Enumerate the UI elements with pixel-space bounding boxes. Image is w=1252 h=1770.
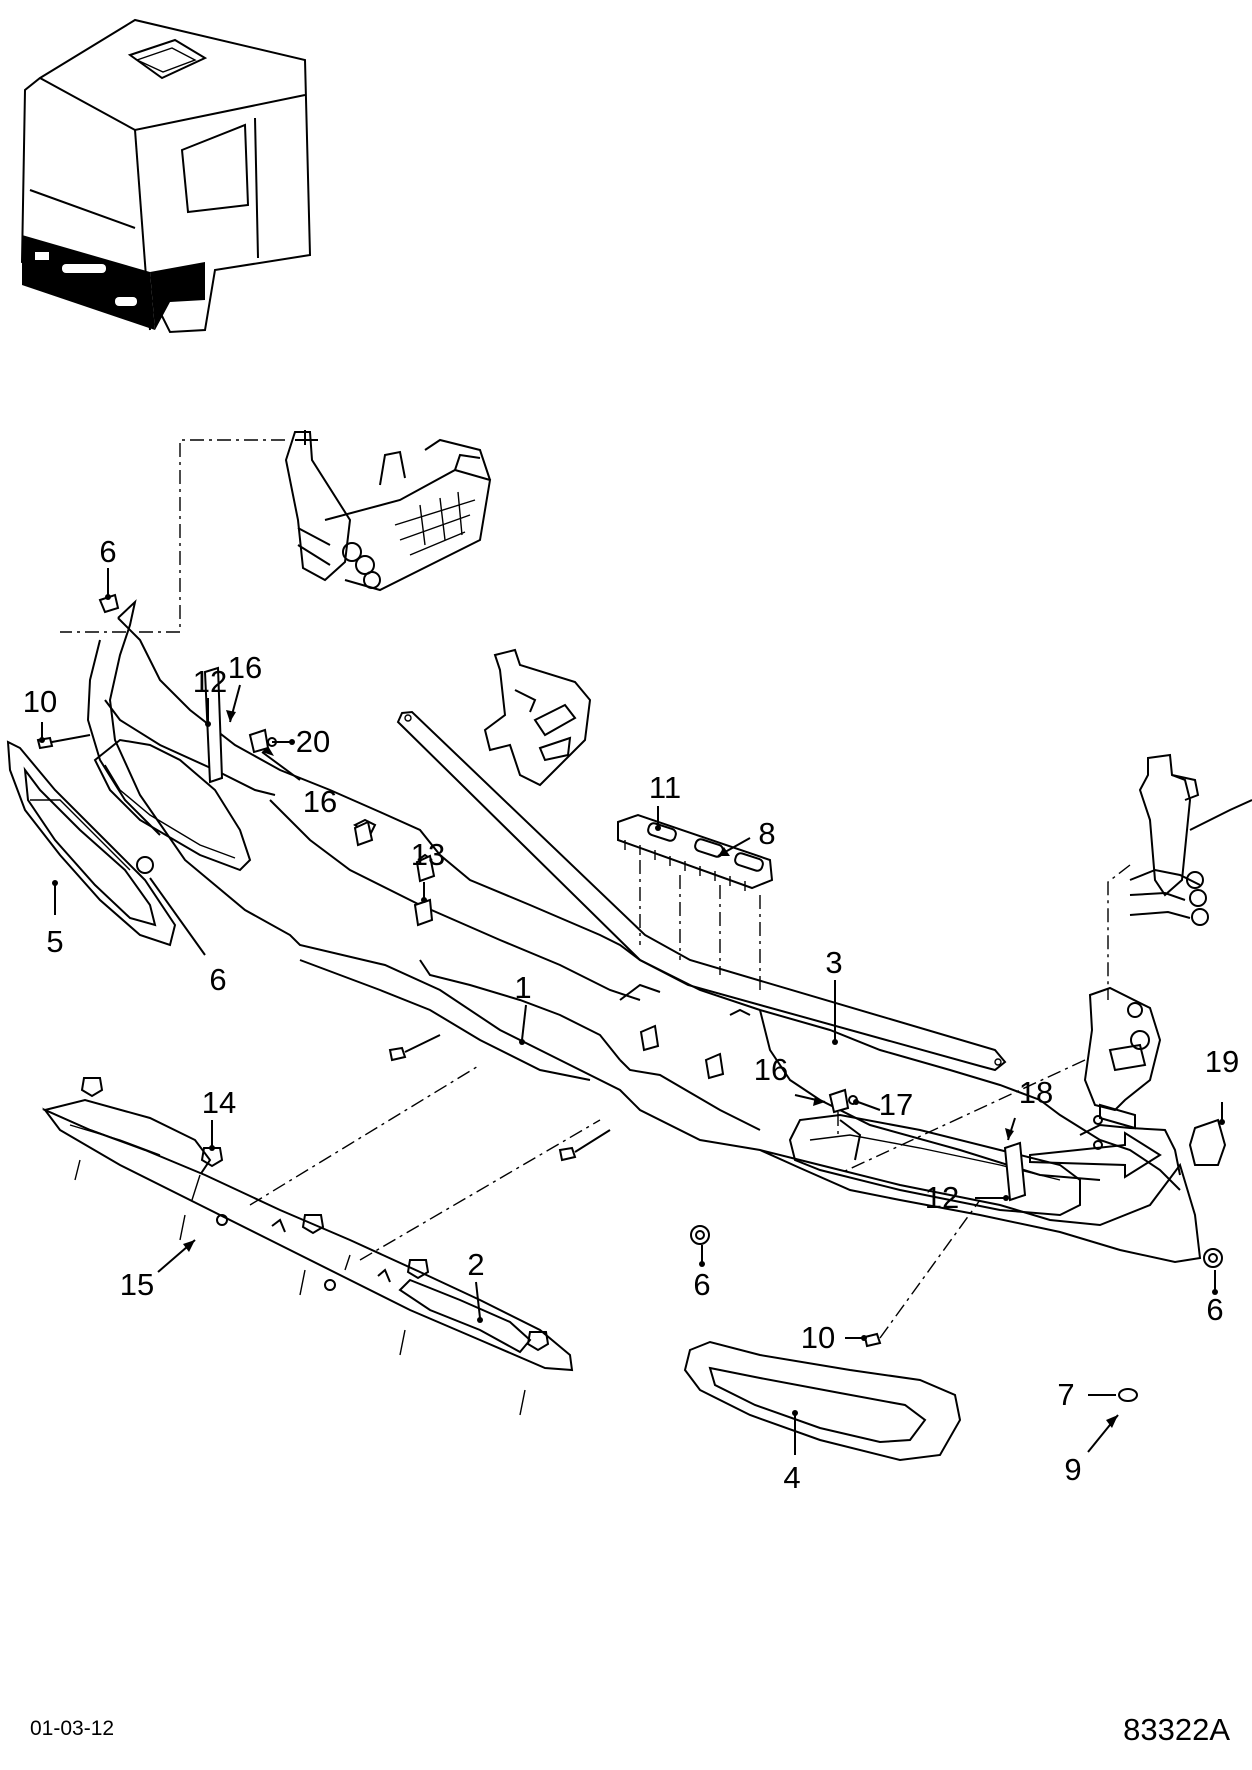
callout-10: 10 [23,684,57,719]
callout-6: 6 [209,962,226,997]
callout-8: 8 [758,816,775,851]
callout-labels: 6 10 12 16 20 16 5 6 13 11 8 3 1 14 15 2… [23,534,1239,1495]
front-bumper-part-1 [86,599,1202,1264]
callout-18: 18 [1019,1075,1053,1110]
callout-19: 19 [1205,1044,1239,1079]
spoiler-leader [249,1064,601,1261]
screw-center [388,1034,441,1062]
callout-2: 2 [467,1247,484,1282]
fog-lamp-surround-part-4 [683,1340,962,1462]
right-upper-bracket [1129,753,1252,926]
screw-part-10-right [863,1332,882,1348]
right-lower-bracket [1083,986,1162,1130]
callout-7: 7 [1057,1377,1074,1412]
callout-16: 16 [303,784,337,819]
callout-6: 6 [693,1267,710,1302]
figure-id: 83322A [1123,1712,1230,1747]
push-fasteners-part-14 [74,1077,550,1416]
clip-inserts-part-13 [353,820,725,1080]
screw-part-10-left [36,734,91,750]
clip-part-19 [1188,1118,1227,1166]
callout-17: 17 [879,1087,913,1122]
callout-12: 12 [925,1180,959,1215]
nut-part-6-right [1203,1248,1223,1268]
lower-bracket-leader [829,1059,1086,1179]
mounting-plate-part-8 [617,813,774,891]
clip-part-12-left [203,666,224,784]
lower-spoiler-part-2 [41,1098,574,1372]
bracket-part-16-right [828,1088,850,1114]
callout-12: 12 [193,664,227,699]
clip-part-12-right [1003,1141,1027,1202]
callout-leaders [39,568,1225,1455]
callout-15: 15 [120,1267,154,1302]
screw-10-leader [879,1199,981,1339]
date-code: 01-03-12 [30,1717,114,1740]
callout-1: 1 [514,970,531,1005]
callout-14: 14 [202,1085,236,1120]
support-strut-part-3 [396,710,1007,1072]
callout-6: 6 [1206,1292,1223,1327]
callout-11: 11 [649,770,681,805]
installation-arrow [1029,1131,1162,1179]
callout-20: 20 [296,724,330,759]
right-bracket-leader [1107,864,1131,1000]
nut-part-6-left [136,856,154,874]
washer-part-7 [1118,1388,1138,1402]
screw-center-2 [558,1129,611,1162]
callout-4: 4 [783,1460,800,1495]
cab-locator-illustration [20,18,312,334]
callout-9: 9 [1064,1452,1081,1487]
nut-part-6-center [690,1225,710,1245]
clip-part-13 [413,898,434,927]
callout-13: 13 [411,837,445,872]
fog-lamp-surround-part-5 [6,740,177,947]
upper-mounting-bracket [284,430,492,592]
callout-5: 5 [46,924,63,959]
callout-6: 6 [99,534,116,569]
center-mounting-bracket [483,648,592,787]
assembly-leader [60,439,285,633]
callout-10: 10 [801,1320,835,1355]
callout-3: 3 [825,945,842,980]
callout-16: 16 [228,650,262,685]
callout-16: 16 [754,1052,788,1087]
